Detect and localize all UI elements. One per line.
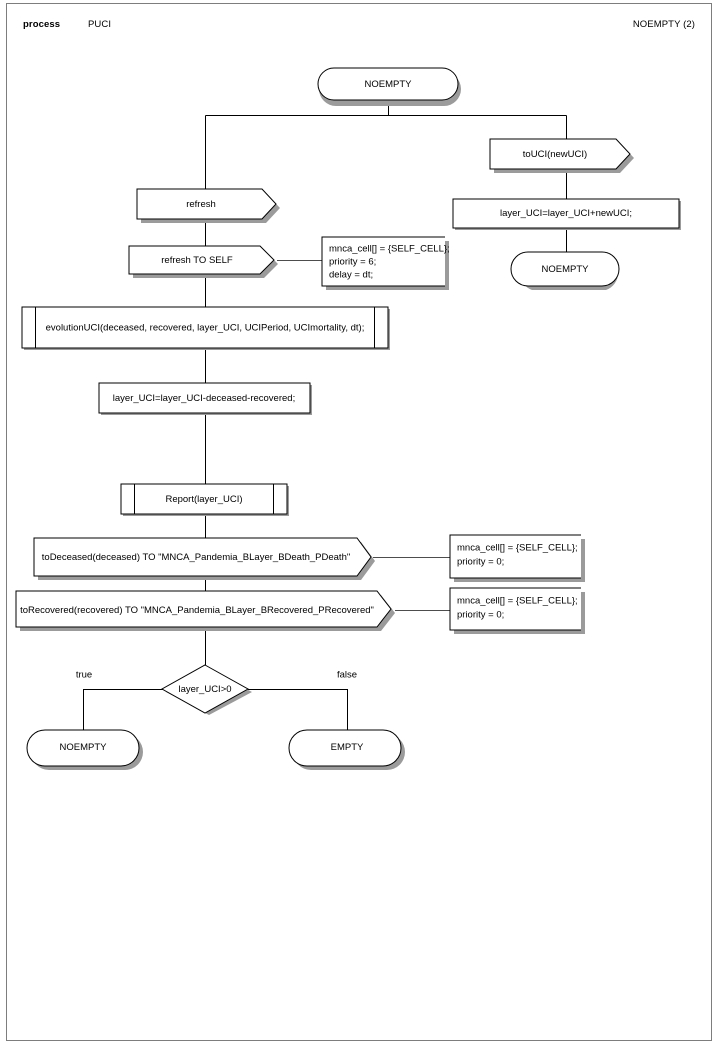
node-output-deceased[interactable]: toDeceased(deceased) TO "MNCA_Pandemia_B… [33, 537, 375, 580]
input-touci-label: toUCI(newUCI) [523, 149, 587, 160]
comment-connectors [277, 260, 450, 611]
input-touci-body [489, 138, 631, 170]
comment-refresh-line-2: priority = 6; [329, 257, 376, 268]
node-call-evolution[interactable]: evolutionUCI(deceased, recovered, layer_… [21, 306, 390, 350]
output-deceased-label: toDeceased(deceased) TO "MNCA_Pandemia_B… [42, 552, 350, 563]
task-subtract-body [98, 382, 311, 414]
state-noempty-right-body [510, 251, 620, 287]
branch-label-true: true [76, 670, 92, 681]
comment-deceased-line-1: mnca_cell[] = {SELF_CELL}; [457, 543, 578, 554]
comment-refresh-bracket [321, 236, 445, 287]
comment-recovered: mnca_cell[] = {SELF_CELL}; priority = 0; [449, 587, 585, 634]
call-report-body [120, 483, 288, 515]
state-empty-false-body [288, 729, 402, 767]
comment-recovered-line-2: priority = 0; [457, 610, 504, 621]
comment-refresh: mnca_cell[] = {SELF_CELL}; priority = 6;… [321, 236, 450, 290]
start-state-label: NOEMPTY [365, 79, 413, 90]
node-output-refresh-self[interactable]: refresh TO SELF [128, 245, 278, 278]
output-refresh-self-body [128, 245, 275, 275]
edge-decision-true [83, 689, 163, 730]
node-output-recovered[interactable]: toRecovered(recovered) TO "MNCA_Pandemia… [15, 590, 395, 631]
node-task-add[interactable]: layer_UCI=layer_UCI+newUCI; [452, 198, 681, 230]
output-refresh-self-label: refresh TO SELF [161, 255, 233, 266]
state-noempty-right-label: NOEMPTY [542, 264, 590, 275]
node-call-report[interactable]: Report(layer_UCI) [120, 483, 289, 516]
node-state-noempty-true[interactable]: NOEMPTY [26, 729, 143, 770]
comment-deceased-line-2: priority = 0; [457, 557, 504, 568]
comment-refresh-line-3: delay = dt; [329, 270, 373, 281]
task-add-body [452, 198, 680, 229]
input-refresh-label: refresh [186, 199, 216, 210]
node-task-subtract[interactable]: layer_UCI=layer_UCI-deceased-recovered; [98, 382, 312, 415]
state-noempty-true-label: NOEMPTY [60, 742, 108, 753]
comment-recovered-bracket [449, 587, 581, 631]
header-kind-label: process [23, 19, 61, 30]
header-state-reference: NOEMPTY (2) [632, 19, 695, 30]
start-state-body [317, 67, 459, 101]
task-subtract-label: layer_UCI=layer_UCI-deceased-recovered; [113, 393, 295, 404]
output-recovered-label: toRecovered(recovered) TO "MNCA_Pandemia… [20, 605, 374, 616]
node-input-refresh[interactable]: refresh [136, 188, 280, 223]
node-decision[interactable]: layer_UCI>0 [160, 664, 252, 715]
node-state-noempty-right[interactable]: NOEMPTY [510, 251, 620, 290]
header-process-name: PUCI [88, 19, 112, 30]
comment-recovered-line-1: mnca_cell[] = {SELF_CELL}; [457, 596, 578, 607]
branch-label-false: false [337, 670, 357, 681]
input-refresh-body [136, 188, 277, 220]
state-empty-false-label: EMPTY [331, 742, 364, 753]
comment-deceased-bracket [449, 534, 581, 579]
output-deceased-body [33, 537, 372, 577]
page-border [6, 3, 712, 1041]
node-start-state[interactable]: NOEMPTY [317, 67, 461, 106]
decision-label: layer_UCI>0 [178, 684, 231, 695]
state-noempty-true-body [26, 729, 140, 767]
node-state-empty-false[interactable]: EMPTY [288, 729, 405, 770]
call-report-label: Report(layer_UCI) [165, 494, 242, 505]
decision-body [160, 664, 250, 714]
call-evolution-body [21, 306, 389, 349]
call-evolution-side-bars [35, 307, 375, 348]
output-recovered-body [15, 590, 392, 628]
node-input-touci[interactable]: toUCI(newUCI) [489, 138, 634, 173]
comment-deceased: mnca_cell[] = {SELF_CELL}; priority = 0; [449, 534, 585, 582]
edge-decision-false [248, 689, 348, 730]
comment-refresh-line-1: mnca_cell[] = {SELF_CELL}; [329, 244, 450, 255]
call-evolution-label: evolutionUCI(deceased, recovered, layer_… [46, 323, 365, 334]
call-report-side-bars [134, 484, 274, 514]
task-add-label: layer_UCI=layer_UCI+newUCI; [500, 208, 632, 219]
